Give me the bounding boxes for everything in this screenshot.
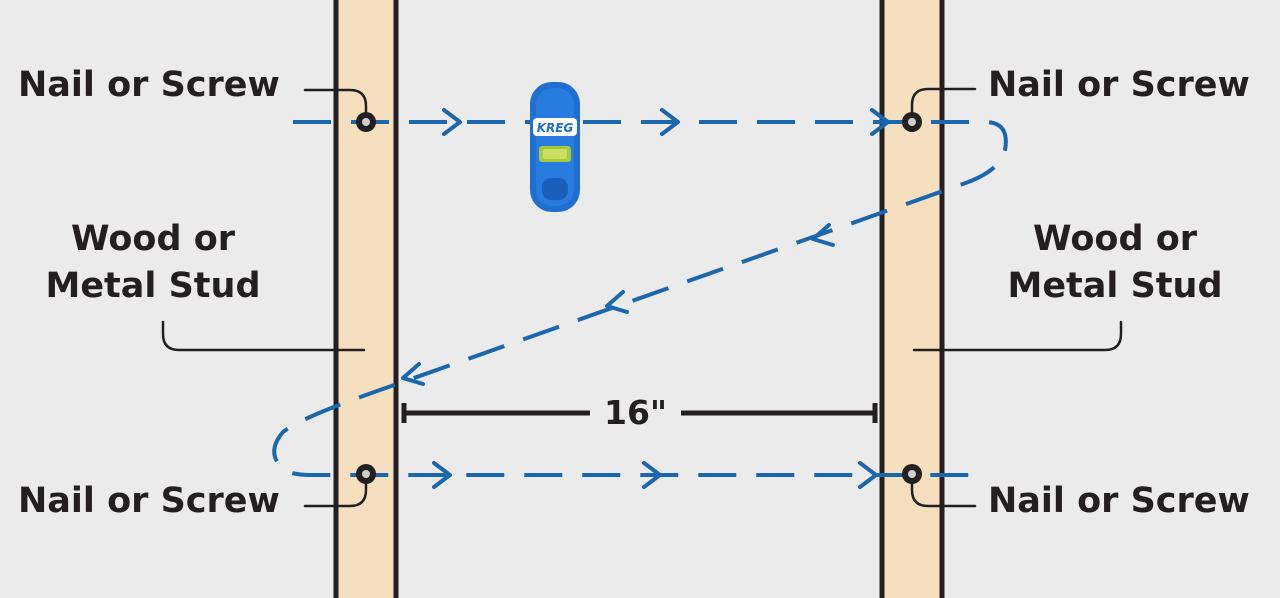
label-spacing: 16" [590, 393, 682, 433]
fastener-top-left [356, 112, 376, 132]
leader-bottom-right [910, 480, 977, 508]
arrow-right-1 [442, 108, 462, 136]
fastener-bottom-left [356, 464, 376, 484]
label-stud-right-line1: Wood or [1033, 219, 1197, 259]
label-nail-bottom-right: Nail or Screw [988, 481, 1250, 521]
leader-top-right [910, 87, 977, 116]
leader-stud-right [912, 320, 1123, 352]
arrow-left-2 [605, 290, 629, 314]
label-stud-left-line1: Wood or [71, 219, 235, 259]
device-brand: KREG [537, 121, 574, 135]
label-nail-top-left: Nail or Screw [18, 65, 280, 105]
leader-top-left [303, 88, 368, 116]
fastener-bottom-right [902, 464, 922, 484]
leader-bottom-left [303, 480, 368, 508]
label-stud-left-line2: Metal Stud [45, 266, 261, 306]
label-nail-top-right: Nail or Screw [988, 65, 1250, 105]
label-stud-right-line2: Metal Stud [1007, 266, 1223, 306]
direction-arrows [401, 108, 890, 489]
arrow-right-4 [432, 461, 452, 489]
arrow-right-5 [642, 461, 662, 489]
stud-finder-icon: KREG [530, 82, 580, 212]
fastener-top-right [902, 112, 922, 132]
arrow-right-2 [660, 108, 680, 136]
label-nail-bottom-left: Nail or Screw [18, 481, 280, 521]
label-stud-left: Wood or Metal Stud [12, 216, 294, 310]
arrow-left-1 [811, 223, 835, 247]
leader-stud-left [161, 320, 366, 352]
arrow-right-6 [858, 461, 878, 489]
arrow-right-3 [870, 108, 890, 136]
scan-path [272, 120, 1008, 477]
leader-lines [161, 87, 1123, 508]
label-stud-right: Wood or Metal Stud [974, 216, 1256, 310]
arrow-left-3 [401, 362, 425, 386]
